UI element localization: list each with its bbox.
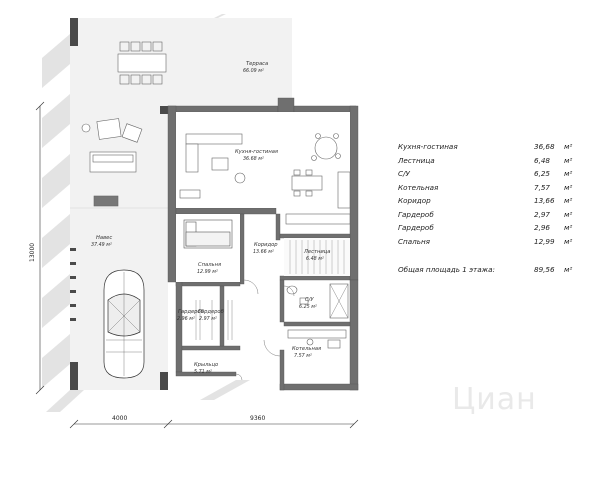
lounge-furniture bbox=[81, 118, 143, 207]
legend-unit: м² bbox=[564, 155, 573, 165]
bed-icon bbox=[183, 219, 233, 249]
carport-label: Навес bbox=[96, 235, 112, 241]
legend-row: Лестница 6,48 м² bbox=[398, 156, 578, 170]
legend-total-label: Общая площадь 1 этажа: bbox=[398, 265, 495, 274]
outdoor-dining-set bbox=[117, 41, 167, 85]
boiler-equipment bbox=[287, 329, 347, 349]
legend-room-value: 36,68 bbox=[534, 142, 555, 151]
legend-total-row: Общая площадь 1 этажа: 89,56 м² bbox=[398, 265, 578, 279]
terrace-area bbox=[70, 18, 292, 106]
legend-room-value: 13,66 bbox=[534, 196, 555, 205]
wardrobe2-label: Гардероб bbox=[198, 309, 225, 315]
legend-row: С/У 6,25 м² bbox=[398, 169, 578, 183]
door-swings bbox=[235, 279, 295, 381]
wardrobe1-label: Гардероб bbox=[178, 309, 205, 315]
terrace-area-label: 66.09 м² bbox=[243, 68, 264, 74]
terrace-label: Терраса bbox=[246, 61, 268, 67]
bathroom-fixtures bbox=[286, 283, 349, 319]
kitchen-area-label: 36.68 м² bbox=[243, 156, 264, 162]
house-walls bbox=[167, 97, 359, 391]
wardrobe-racks bbox=[195, 300, 233, 340]
legend-unit: м² bbox=[564, 196, 573, 205]
legend-row: Котельная 7,57 м² bbox=[398, 183, 578, 197]
dimension-lines bbox=[35, 101, 359, 429]
wardrobe1-area-label: 2.96 м² bbox=[177, 316, 195, 322]
legend-room-value: 6,48 bbox=[534, 155, 551, 165]
kitchen-furniture bbox=[179, 133, 351, 225]
width-dimension-right: 9360 bbox=[250, 415, 265, 422]
car-icon bbox=[103, 269, 145, 379]
legend-room-name: Котельная bbox=[398, 182, 439, 192]
bathroom-area-label: 6.25 м² bbox=[299, 304, 317, 310]
area-legend: Кухня-гостиная 36,68 м² Лестница 6,48 м² С/У 6,… bbox=[398, 142, 578, 279]
legend-unit: м² bbox=[564, 142, 573, 151]
legend-room-value: 2,97 bbox=[534, 209, 551, 219]
legend-row: Гардероб 2,97 м² bbox=[398, 210, 578, 224]
legend-room-name: Гардероб bbox=[398, 223, 434, 232]
height-dimension: 13000 bbox=[29, 243, 36, 262]
legend-room-value: 12,99 bbox=[534, 236, 555, 246]
corridor-label: Коридор bbox=[254, 242, 278, 248]
legend-room-name: Спальня bbox=[398, 236, 430, 246]
legend-room-name: Лестница bbox=[398, 155, 435, 165]
legend-row: Спальня 12,99 м² bbox=[398, 237, 578, 251]
boiler-label: Котельная bbox=[292, 346, 321, 352]
stair-area-label: 6.48 м² bbox=[306, 256, 324, 262]
legend-room-name: Коридор bbox=[398, 196, 431, 205]
legend-unit: м² bbox=[564, 223, 573, 232]
legend-row: Гардероб 2,96 м² bbox=[398, 223, 578, 237]
kitchen-label: Кухня-гостиная bbox=[235, 149, 278, 155]
wardrobe2-area-label: 2.97 м² bbox=[199, 316, 217, 322]
cian-watermark: Циан bbox=[452, 382, 537, 417]
bedroom-label: Спальня bbox=[198, 262, 221, 268]
legend-unit: м² bbox=[564, 182, 573, 192]
columns bbox=[70, 18, 168, 390]
stair-icon bbox=[289, 240, 345, 274]
legend-room-value: 6,25 bbox=[534, 169, 551, 178]
porch-label: Крыльцо bbox=[194, 362, 218, 368]
legend-room-name: С/У bbox=[398, 169, 410, 178]
room-labels: Терраса 66.09 м² Кухня-гостиная 36.68 м²… bbox=[91, 61, 330, 375]
legend-unit: м² bbox=[564, 236, 573, 246]
porch-area-label: 5.71 м² bbox=[194, 369, 212, 375]
legend-room-value: 2,96 bbox=[534, 223, 551, 232]
corridor-area-label: 13.66 м² bbox=[253, 249, 274, 255]
legend-row: Кухня-гостиная 36,68 м² bbox=[398, 142, 578, 156]
legend-room-name: Гардероб bbox=[398, 209, 434, 219]
stair-floor bbox=[284, 238, 350, 276]
legend-unit: м² bbox=[564, 169, 573, 178]
stair-label: Лестница bbox=[303, 249, 330, 255]
legend-unit: м² bbox=[564, 265, 573, 274]
legend-room-value: 7,57 bbox=[534, 182, 551, 192]
bathroom-label: С/У bbox=[305, 297, 314, 303]
legend-row: Коридор 13,66 м² bbox=[398, 196, 578, 210]
boiler-area-label: 7.57 м² bbox=[294, 353, 312, 359]
carport-area-label: 37.49 м² bbox=[91, 242, 112, 248]
width-dimension-left: 4000 bbox=[112, 415, 127, 422]
kitchen-living-floor bbox=[176, 112, 350, 208]
bedroom-area-label: 12.99 м² bbox=[197, 269, 218, 275]
legend-room-name: Кухня-гостиная bbox=[398, 142, 458, 151]
legend-unit: м² bbox=[564, 209, 573, 219]
legend-total-value: 89,56 bbox=[534, 265, 555, 274]
